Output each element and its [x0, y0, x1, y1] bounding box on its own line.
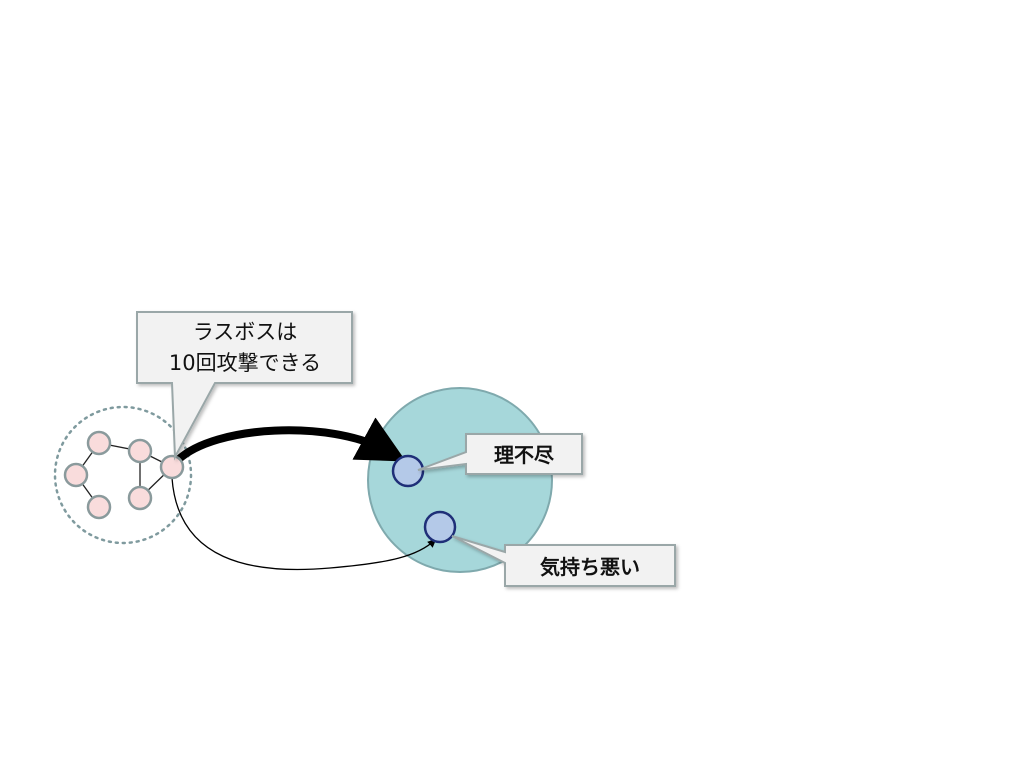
- node-6-boss: [159, 454, 185, 480]
- boss-callout-shape: [136, 311, 353, 461]
- boss-callout-line2: 10回攻撃できる: [169, 351, 321, 375]
- party-cluster-outline: [53, 405, 193, 545]
- thick-arrow: [174, 417, 407, 464]
- thin-arrow: [171, 477, 437, 571]
- party-nodes: [63, 430, 185, 520]
- node-1: [63, 462, 89, 488]
- target-node-upper: [391, 454, 425, 488]
- boss-callout: [136, 311, 353, 461]
- creepy-callout-shape: [451, 535, 676, 587]
- creepy-callout: [451, 535, 676, 587]
- creepy-callout-text: 気持ち悪い: [540, 555, 640, 579]
- node-2: [86, 430, 112, 456]
- network-edges: [75, 442, 173, 508]
- unfair-callout-text: 理不尽: [494, 443, 555, 467]
- node-4: [127, 438, 153, 464]
- node-3: [86, 494, 112, 520]
- node-5: [127, 485, 153, 511]
- target-node-lower: [423, 510, 457, 544]
- boss-callout-line1: ラスボスは: [193, 320, 298, 344]
- unfair-callout-shape: [417, 433, 583, 475]
- unfair-callout: [417, 433, 583, 475]
